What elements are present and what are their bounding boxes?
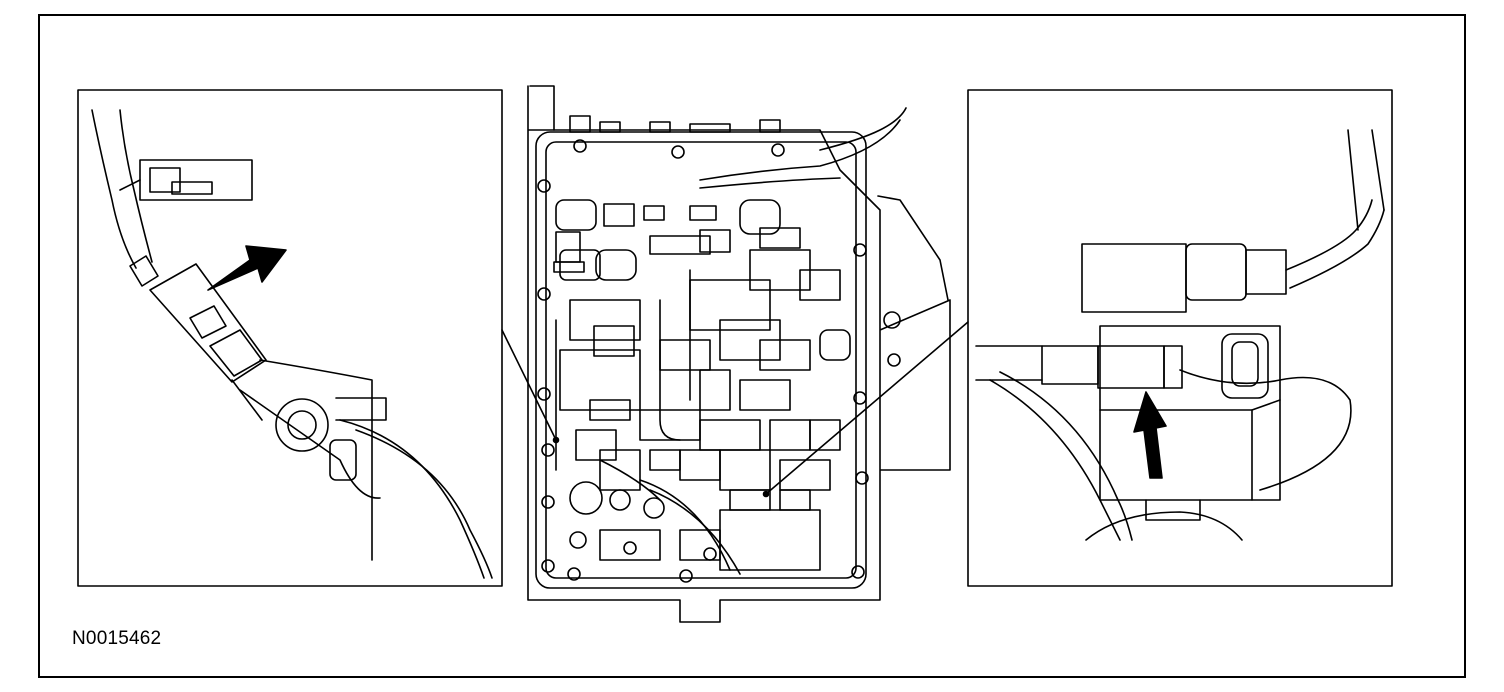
callout-line-right	[765, 321, 969, 495]
figure-frame	[38, 14, 1466, 678]
valve-body-diagram	[527, 85, 951, 623]
left-detail-panel	[77, 89, 503, 587]
callout-dot-right	[762, 490, 770, 498]
right-detail-panel	[967, 89, 1393, 587]
figure-id-label: N0015462	[72, 628, 162, 649]
callout-dot-left	[552, 436, 560, 444]
callout-line-left	[501, 329, 557, 441]
